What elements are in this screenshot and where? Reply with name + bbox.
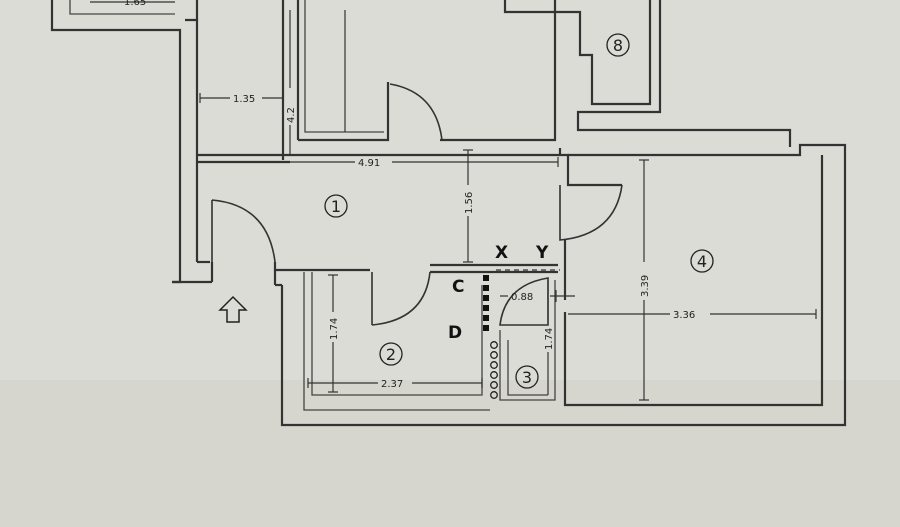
- fixture-circles: [490, 341, 498, 399]
- walls: [50, 0, 847, 427]
- paper-shade: [0, 380, 900, 527]
- svg-text:8: 8: [613, 36, 623, 55]
- svg-text:2: 2: [386, 345, 396, 364]
- dim-corridor-height: 4.2: [286, 107, 297, 123]
- dim-top-width: 1.65: [124, 0, 146, 8]
- marker-c: C: [452, 277, 464, 297]
- dim-hall-depth: 1.56: [464, 192, 475, 214]
- dim-room4-width: 3.36: [673, 310, 695, 321]
- dim-room2-width: 2.37: [381, 379, 403, 390]
- svg-text:1: 1: [331, 197, 341, 216]
- doors: [211, 83, 623, 326]
- room-2-label: 2: [379, 342, 403, 366]
- room-1-label: 1: [324, 194, 348, 218]
- marker-y: Y: [535, 243, 549, 263]
- room-3-label: 3: [515, 365, 539, 389]
- dim-room4-height: 3.39: [640, 275, 651, 297]
- svg-text:4: 4: [697, 252, 707, 271]
- dim-room3-width: 0.88: [511, 292, 533, 303]
- dimension-lines: [90, 1, 817, 401]
- dim-corridor-width: 1.35: [233, 94, 255, 105]
- upper-room-door: [389, 83, 443, 141]
- dim-room3-height: 1.74: [544, 328, 555, 350]
- room3-door: [499, 277, 549, 326]
- entrance-door: [211, 199, 276, 263]
- entrance-arrow-icon: [218, 295, 248, 323]
- dim-room2-height: 1.74: [329, 318, 340, 340]
- marker-d: D: [448, 323, 462, 343]
- svg-text:3: 3: [522, 368, 532, 387]
- room4-door: [559, 184, 623, 241]
- room-4-label: 4: [690, 249, 714, 273]
- room2-door: [371, 271, 431, 326]
- dim-hall-width: 4.91: [358, 158, 380, 169]
- room-8-label: 8: [606, 33, 630, 57]
- marker-x: X: [495, 243, 508, 263]
